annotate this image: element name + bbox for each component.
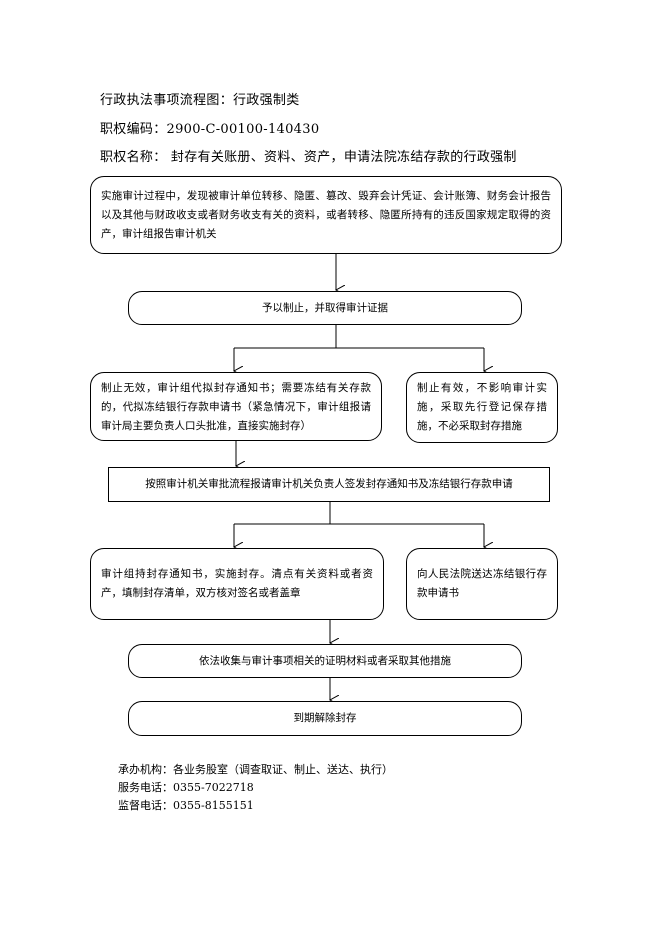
service-phone: 服务电话：0355-7022718 xyxy=(118,781,254,794)
handling-agency: 承办机构：各业务股室（调查取证、制止、送达、执行） xyxy=(118,763,393,776)
step-apply-to-court: 向人民法院送达冻结银行存款申请书 xyxy=(406,548,558,620)
authority-name: 职权名称： 封存有关账册、资料、资产，申请法院冻结存款的行政强制 xyxy=(100,150,517,165)
authority-code: 职权编码：2900-C-00100-140430 xyxy=(100,122,320,137)
step-stop-and-collect-evidence: 予以制止，并取得审计证据 xyxy=(128,291,522,325)
step-stop-ineffective: 制止无效，审计组代拟封存通知书；需要冻结有关存款的，代拟冻结银行存款申请书（紧急… xyxy=(90,372,382,441)
step-approval-request: 按照审计机关审批流程报请审计机关负责人签发封存通知书及冻结银行存款申请 xyxy=(108,467,550,502)
step-discover-and-report: 实施审计过程中，发现被审计单位转移、隐匿、篡改、毁弃会计凭证、会计账簿、财务会计… xyxy=(90,176,562,254)
page-title: 行政执法事项流程图：行政强制类 xyxy=(100,93,300,108)
supervise-phone: 监督电话：0355-8155151 xyxy=(118,799,254,812)
step-stop-effective: 制止有效，不影响审计实施，采取先行登记保存措施，不必采取封存措施 xyxy=(406,372,558,443)
step-implement-seal: 审计组持封存通知书，实施封存。清点有关资料或者资产，填制封存清单，双方核对签名或… xyxy=(90,548,384,620)
step-collect-materials: 依法收集与审计事项相关的证明材料或者采取其他措施 xyxy=(128,644,522,678)
step-release-seal: 到期解除封存 xyxy=(128,701,522,736)
